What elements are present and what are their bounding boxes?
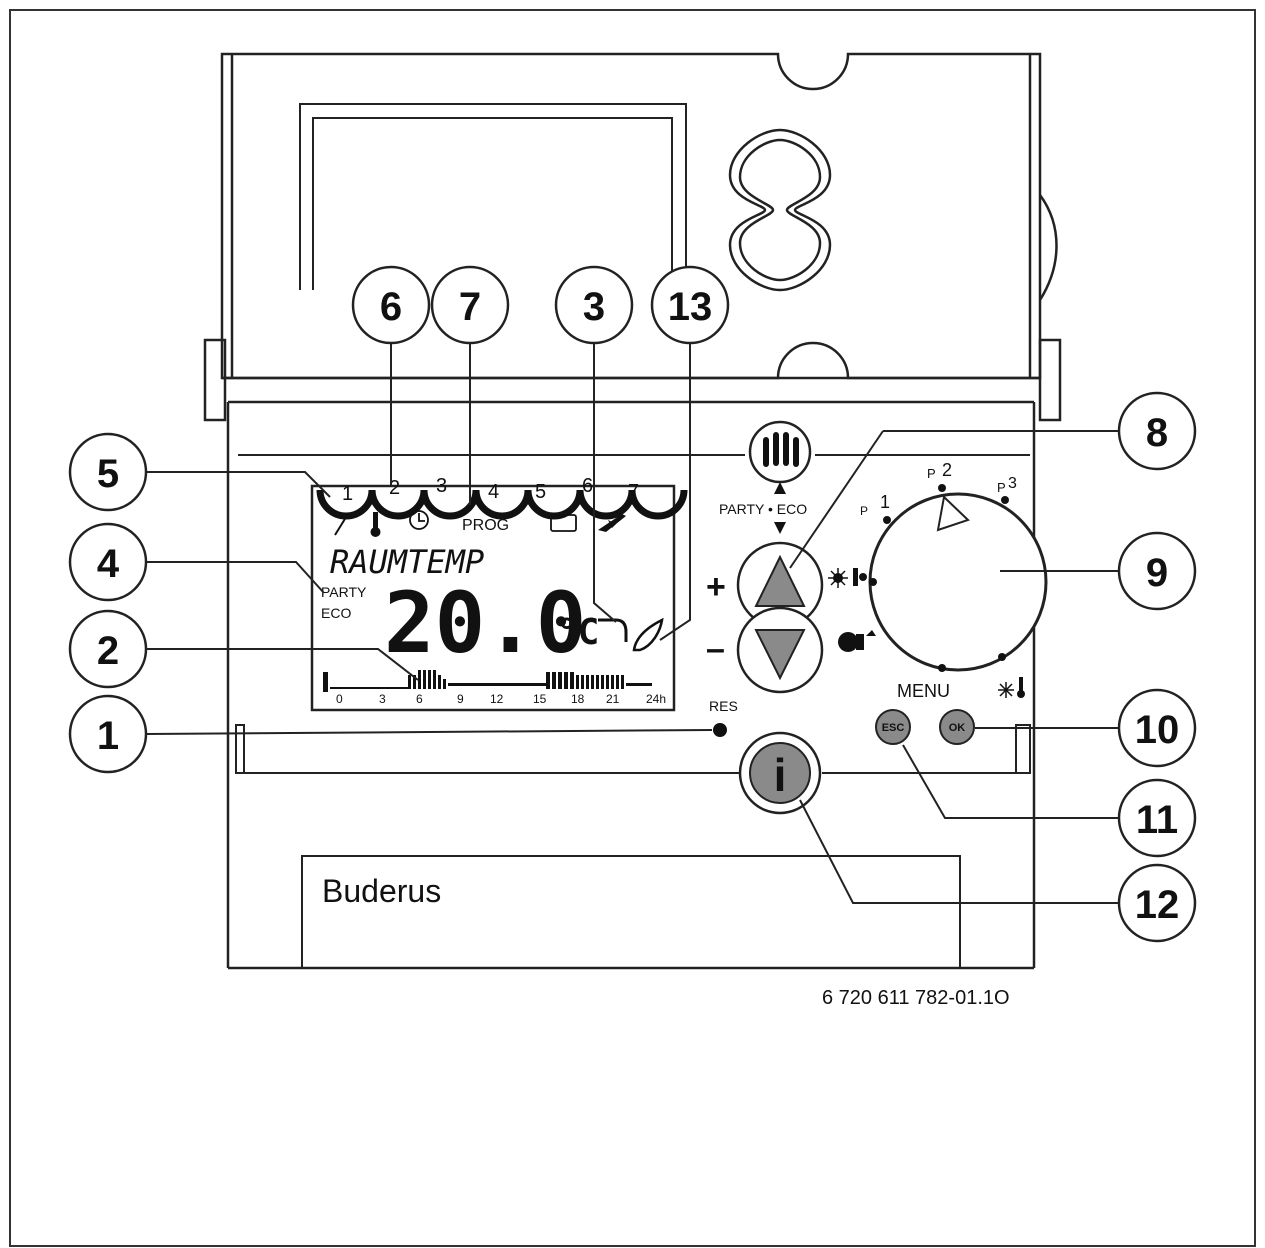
- dial-p2-number: 2: [942, 460, 952, 480]
- lcd-mode-party: PARTY: [321, 584, 367, 600]
- timeline-bar: [323, 670, 652, 692]
- timeline-tick-24h: 24h: [646, 692, 666, 706]
- tap-icon: [598, 618, 628, 642]
- radiator-icon: [763, 432, 799, 467]
- lcd-status-text: RAUMTEMP: [330, 543, 484, 581]
- menu-label: MENU: [897, 681, 950, 701]
- ok-button[interactable]: OK: [939, 709, 975, 745]
- callout-number-8: 8: [1146, 411, 1168, 455]
- ok-button-label: OK: [949, 722, 966, 734]
- callout-number-11: 11: [1136, 798, 1178, 842]
- reset-button[interactable]: [713, 723, 727, 737]
- callout-circle-6: [351, 265, 431, 345]
- callout-number-10: 10: [1135, 708, 1180, 752]
- callout-circle-12: [1117, 863, 1197, 943]
- minus-sign: –: [706, 630, 725, 668]
- callout-number-4: 4: [97, 542, 120, 586]
- sun-thermometer-icon: [828, 568, 877, 588]
- lcd-day-5: 5: [535, 481, 546, 503]
- plus-sign: +: [706, 568, 726, 606]
- callout-number-7: 7: [459, 285, 481, 329]
- figure-eight-cutout: [728, 128, 832, 292]
- briefcase-icon: [550, 514, 577, 532]
- dial-dots: [883, 484, 1009, 672]
- outer-frame: [9, 9, 1256, 1247]
- lcd-day-7: 7: [628, 481, 639, 503]
- callout-number-2: 2: [97, 629, 119, 673]
- party-eco-label: PARTY • ECO: [719, 501, 807, 517]
- pencil-mark-icon: [334, 513, 349, 536]
- timeline-tick-12: 12: [490, 692, 504, 706]
- callout-circle-2: [68, 609, 148, 689]
- airplane-icon: [598, 514, 626, 532]
- info-button[interactable]: i: [738, 731, 822, 815]
- callout-circle-9: [1117, 531, 1197, 611]
- prog-label: PROG: [462, 517, 509, 534]
- dial-p3-number: 3: [1008, 475, 1017, 492]
- arrow-down-small-icon: [774, 522, 786, 534]
- lcd-temperature: 20.0: [384, 574, 586, 672]
- part-number: 6 720 611 782-01.1O: [822, 987, 1010, 1009]
- increase-button[interactable]: [736, 541, 824, 629]
- lcd-day-1: 1: [342, 483, 353, 505]
- dial-p3-label: P: [997, 480, 1006, 495]
- callout-number-5: 5: [97, 452, 119, 496]
- dial-p1-number: 1: [880, 492, 890, 512]
- clock-icon: [409, 510, 429, 530]
- decrease-button[interactable]: [736, 606, 824, 694]
- body: [222, 376, 1040, 970]
- info-icon: i: [774, 749, 787, 801]
- dial-p1-label: P: [860, 504, 868, 518]
- callouts: [68, 265, 1197, 943]
- callout-circle-5: [68, 432, 148, 512]
- callout-number-13: 13: [668, 285, 713, 329]
- heating-mode-button[interactable]: [748, 420, 812, 484]
- arrow-up-small-icon: [774, 482, 786, 494]
- lcd-mode-eco: ECO: [321, 605, 351, 621]
- lcd-unit: °C: [556, 612, 599, 653]
- esc-button[interactable]: ESC: [875, 709, 911, 745]
- res-label: RES: [709, 698, 738, 714]
- lcd-day-2: 2: [389, 477, 400, 499]
- callout-number-6: 6: [380, 285, 402, 329]
- leader-lines: [145, 335, 1121, 904]
- callout-circle-7: [430, 265, 510, 345]
- esc-button-label: ESC: [882, 722, 905, 734]
- dial-p2-label: P: [927, 466, 936, 481]
- callout-circle-13: [650, 265, 730, 345]
- timeline-tick-0: 0: [336, 692, 343, 706]
- callout-number-9: 9: [1146, 551, 1168, 595]
- callout-circle-8: [1117, 391, 1197, 471]
- callout-number-12: 12: [1135, 883, 1180, 927]
- triangle-up-icon: [754, 554, 806, 607]
- timeline-tick-15: 15: [533, 692, 547, 706]
- triangle-down-icon: [754, 629, 806, 681]
- brand-label: Buderus: [322, 873, 441, 909]
- hot-water-tap-icon: [838, 630, 876, 652]
- lcd-day-3: 3: [436, 475, 447, 497]
- dial-pointer-icon: [936, 494, 970, 532]
- lcd-day-4: 4: [488, 481, 499, 503]
- timeline-tick-18: 18: [571, 692, 585, 706]
- lcd-day-6: 6: [582, 475, 593, 497]
- lcd-display: [310, 484, 688, 712]
- flame-icon: [632, 617, 664, 652]
- callout-circle-10: [1117, 688, 1197, 768]
- timeline-tick-6: 6: [416, 692, 423, 706]
- callout-circle-11: [1117, 778, 1197, 858]
- timeline-tick-21: 21: [606, 692, 620, 706]
- callout-number-3: 3: [583, 285, 605, 329]
- callout-circle-4: [68, 522, 148, 602]
- callout-circle-3: [554, 265, 634, 345]
- timeline-tick-3: 3: [379, 692, 386, 706]
- snow-thermometer-icon: [998, 677, 1025, 698]
- thermometer-icon: [370, 512, 381, 537]
- callout-circle-1: [68, 694, 148, 774]
- timeline-tick-9: 9: [457, 692, 464, 706]
- callout-number-1: 1: [97, 714, 119, 758]
